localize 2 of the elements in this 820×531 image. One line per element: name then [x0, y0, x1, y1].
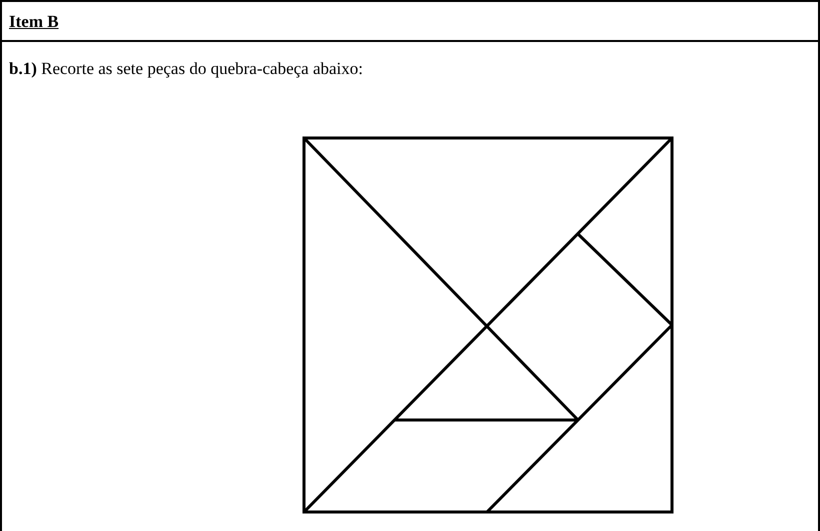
item-heading: Item B: [9, 11, 59, 33]
instruction-text: b.1) Recorte as sete peças do quebra-cabeça abaixo:: [9, 58, 364, 80]
